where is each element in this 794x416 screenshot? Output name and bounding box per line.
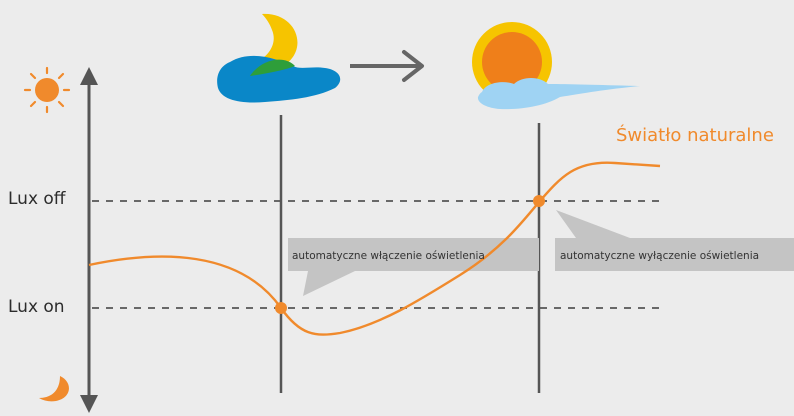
arrow-right-icon	[350, 50, 424, 82]
callout-off-text: automatyczne wyłączenie oświetlenia	[560, 250, 760, 262]
callout-on-shape	[288, 238, 539, 296]
sun-icon	[23, 66, 71, 114]
lux-on-point	[275, 302, 287, 314]
day-sun-cloud-icon	[472, 22, 640, 110]
callout-on-text: automatyczne włączenie oświetlenia	[292, 250, 485, 262]
natural-light-label: Światło naturalne	[616, 125, 774, 146]
lux-off-label: Lux off	[8, 189, 66, 209]
moon-icon	[39, 376, 69, 402]
lux-off-point	[533, 195, 545, 207]
callout-off-shape	[555, 210, 794, 271]
night-cloud-icon	[217, 13, 341, 103]
lux-on-label: Lux on	[8, 297, 65, 317]
